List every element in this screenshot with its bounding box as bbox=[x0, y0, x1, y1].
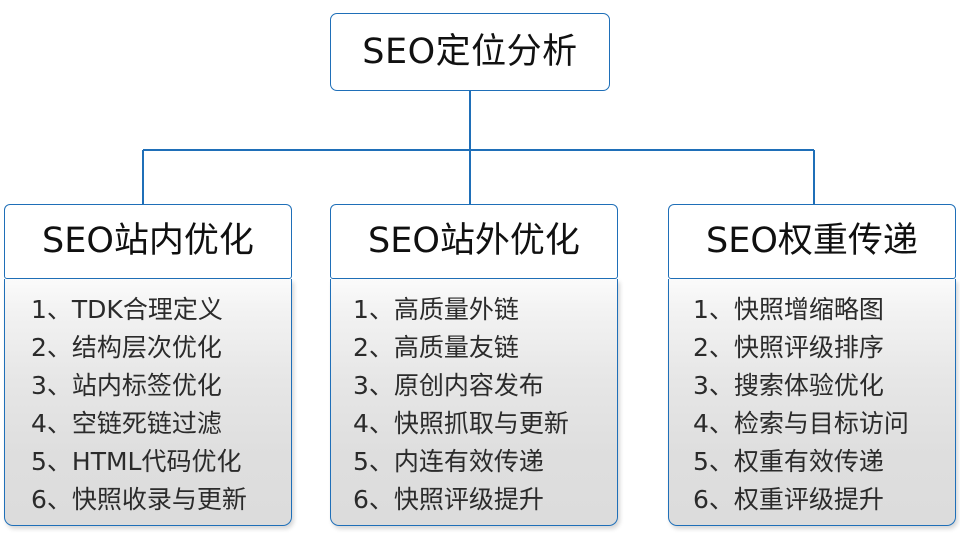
list-item: 5、 HTML代码优化 bbox=[5, 443, 291, 481]
list-item-text: 空链死链过滤 bbox=[71, 409, 222, 438]
list-item-text: TDK合理定义 bbox=[71, 295, 223, 324]
list-item: 6、 权重评级提升 bbox=[669, 481, 955, 519]
list-item-index: 4、 bbox=[693, 409, 734, 438]
list-item: 3、 站内标签优化 bbox=[5, 367, 291, 405]
branch-list-1: 1、 TDK合理定义 2、 结构层次优化 3、 站内标签优化 4、 空链死链过滤… bbox=[4, 279, 292, 526]
list-item-text: 权重有效传递 bbox=[733, 447, 884, 476]
list-item-index: 4、 bbox=[31, 409, 72, 438]
list-item-text: 结构层次优化 bbox=[71, 333, 222, 362]
branch-list-3: 1、 快照增缩略图 2、 快照评级排序 3、 搜索体验优化 4、 检索与目标访问… bbox=[668, 279, 956, 526]
list-item-text: 快照评级排序 bbox=[733, 333, 884, 362]
list-item-text: 快照收录与更新 bbox=[71, 485, 247, 514]
list-item-text: 站内标签优化 bbox=[71, 371, 222, 400]
list-item-text: HTML代码优化 bbox=[71, 447, 242, 476]
list-item-text: 高质量友链 bbox=[393, 333, 519, 362]
list-item-index: 6、 bbox=[693, 485, 734, 514]
root-node[interactable]: SEO定位分析 bbox=[330, 13, 610, 91]
list-item: 4、 快照抓取与更新 bbox=[331, 405, 617, 443]
list-item: 3、 搜索体验优化 bbox=[669, 367, 955, 405]
list-item-text: 快照评级提升 bbox=[393, 485, 544, 514]
list-item-index: 2、 bbox=[353, 333, 394, 362]
list-item-text: 检索与目标访问 bbox=[733, 409, 909, 438]
list-item-text: 快照抓取与更新 bbox=[393, 409, 569, 438]
list-item-index: 5、 bbox=[353, 447, 394, 476]
list-item: 1、 TDK合理定义 bbox=[5, 291, 291, 329]
list-item: 1、 高质量外链 bbox=[331, 291, 617, 329]
list-item-text: 内连有效传递 bbox=[393, 447, 544, 476]
list-item: 4、 空链死链过滤 bbox=[5, 405, 291, 443]
list-item: 4、 检索与目标访问 bbox=[669, 405, 955, 443]
list-item: 3、 原创内容发布 bbox=[331, 367, 617, 405]
list-item: 6、 快照评级提升 bbox=[331, 481, 617, 519]
branch-header-label-2: SEO站外优化 bbox=[368, 221, 580, 261]
branch-list-2: 1、 高质量外链 2、 高质量友链 3、 原创内容发布 4、 快照抓取与更新 5… bbox=[330, 279, 618, 526]
list-item: 2、 结构层次优化 bbox=[5, 329, 291, 367]
list-item-text: 搜索体验优化 bbox=[733, 371, 884, 400]
list-item-index: 3、 bbox=[31, 371, 72, 400]
list-item: 5、 权重有效传递 bbox=[669, 443, 955, 481]
list-item: 2、 快照评级排序 bbox=[669, 329, 955, 367]
list-item-index: 6、 bbox=[353, 485, 394, 514]
list-item: 6、 快照收录与更新 bbox=[5, 481, 291, 519]
branch-header-3[interactable]: SEO权重传递 bbox=[668, 204, 956, 279]
list-item: 2、 高质量友链 bbox=[331, 329, 617, 367]
list-item-index: 5、 bbox=[693, 447, 734, 476]
list-item-text: 权重评级提升 bbox=[733, 485, 884, 514]
list-item-index: 1、 bbox=[353, 295, 394, 324]
branch-header-2[interactable]: SEO站外优化 bbox=[330, 204, 618, 279]
list-item-index: 3、 bbox=[693, 371, 734, 400]
list-item-index: 5、 bbox=[31, 447, 72, 476]
list-item: 1、 快照增缩略图 bbox=[669, 291, 955, 329]
branch-header-label-3: SEO权重传递 bbox=[706, 221, 918, 261]
branch-column-2: SEO站外优化 1、 高质量外链 2、 高质量友链 3、 原创内容发布 4、 快… bbox=[330, 204, 618, 526]
list-item-text: 高质量外链 bbox=[393, 295, 519, 324]
list-item-text: 原创内容发布 bbox=[393, 371, 544, 400]
list-item-index: 6、 bbox=[31, 485, 72, 514]
list-item-index: 4、 bbox=[353, 409, 394, 438]
list-item-index: 3、 bbox=[353, 371, 394, 400]
root-node-label: SEO定位分析 bbox=[362, 31, 578, 72]
branch-header-1[interactable]: SEO站内优化 bbox=[4, 204, 292, 279]
branch-header-label-1: SEO站内优化 bbox=[42, 221, 254, 261]
list-item-index: 2、 bbox=[693, 333, 734, 362]
list-item: 5、 内连有效传递 bbox=[331, 443, 617, 481]
branch-column-1: SEO站内优化 1、 TDK合理定义 2、 结构层次优化 3、 站内标签优化 4… bbox=[4, 204, 292, 526]
list-item-index: 1、 bbox=[693, 295, 734, 324]
list-item-text: 快照增缩略图 bbox=[733, 295, 884, 324]
list-item-index: 1、 bbox=[31, 295, 72, 324]
list-item-index: 2、 bbox=[31, 333, 72, 362]
branch-column-3: SEO权重传递 1、 快照增缩略图 2、 快照评级排序 3、 搜索体验优化 4、… bbox=[668, 204, 956, 526]
